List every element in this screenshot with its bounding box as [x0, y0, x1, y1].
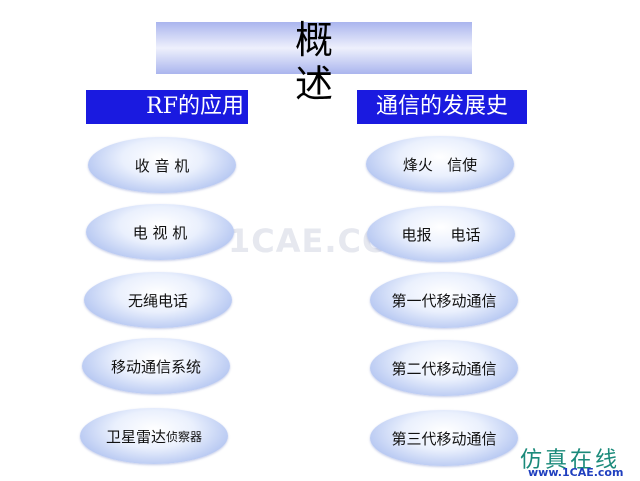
communication-history-header: 通信的发展史 [357, 90, 527, 124]
history-item-3g: 第三代移动通信 [370, 410, 518, 466]
brand-url: www.1CAE.com [528, 466, 624, 479]
history-item-2g: 第二代移动通信 [370, 340, 518, 396]
rf-app-item-satellite-radar: 卫星雷达侦察器 [80, 408, 228, 464]
title-banner [156, 22, 472, 74]
rf-app-item-cordless-phone: 无绳电话 [84, 272, 232, 328]
brand-logo-text: 仿真在线 [520, 448, 621, 473]
reconnaissance-label: 侦察器 [166, 429, 203, 444]
history-item-beacon: 烽火 信使 [366, 136, 514, 192]
rf-app-item-radio: 收 音 机 [88, 137, 236, 193]
slide-title: 概述 [294, 18, 333, 106]
satellite-radar-label: 卫星雷达 [105, 427, 166, 446]
rf-app-item-television: 电 视 机 [86, 204, 234, 260]
history-item-1g: 第一代移动通信 [370, 272, 518, 328]
rf-app-item-mobile-system: 移动通信系统 [82, 338, 230, 394]
history-item-telegraph: 电报 电话 [367, 206, 515, 262]
rf-applications-header: RF的应用 [86, 90, 248, 124]
